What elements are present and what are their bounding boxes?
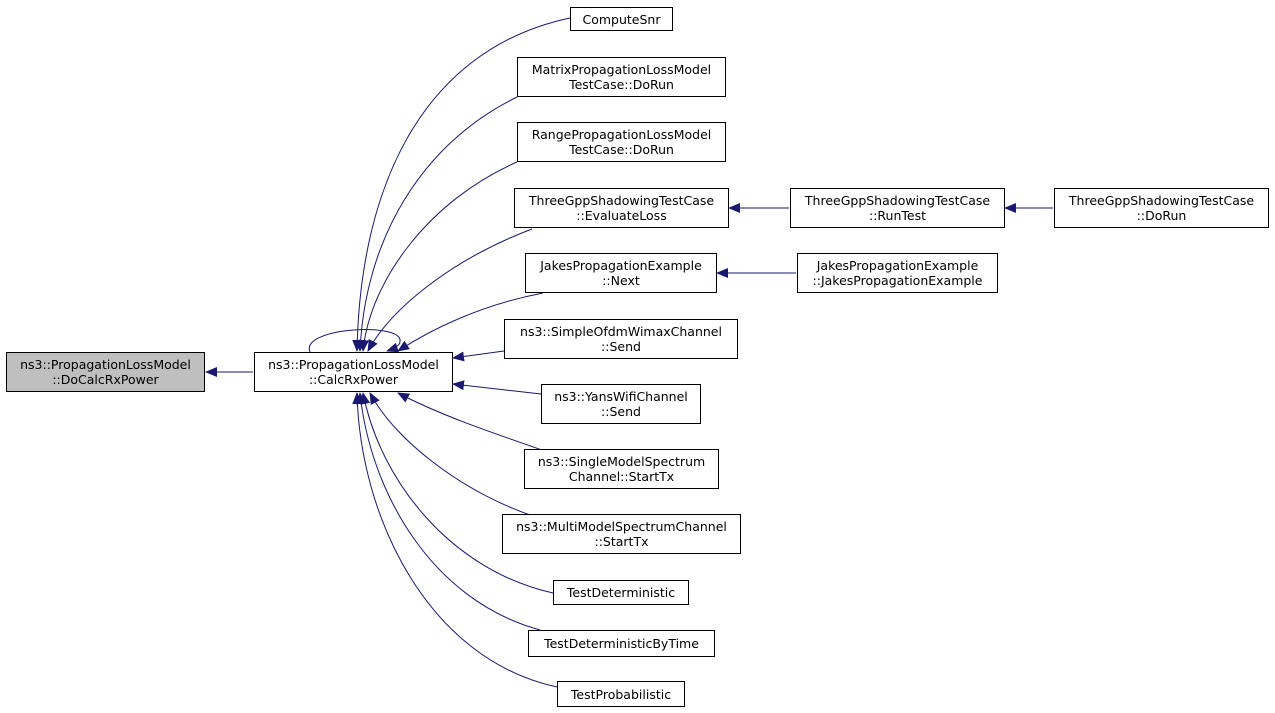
node-testprob-line1: TestProbabilistic xyxy=(570,686,672,702)
node-calc-line2: ::CalcRxPower xyxy=(308,372,399,387)
node-jakesnext-line1: JakesPropagationExample xyxy=(540,258,702,273)
node-single-line1: ns3::SingleModelSpectrum xyxy=(537,454,706,469)
node-dorun3gpp-line2: ::DoRun xyxy=(1136,208,1187,223)
node-range-line2: TestCase::DoRun xyxy=(569,142,674,157)
edge-wimax-to-calc xyxy=(452,350,505,362)
node-calc-line1: ns3::PropagationLossModel xyxy=(268,357,439,372)
node-single-starttx[interactable]: ns3::SingleModelSpectrum Channel::StartT… xyxy=(524,449,719,489)
edge-matrix-to-calc xyxy=(355,96,518,352)
node-multi-starttx[interactable]: ns3::MultiModelSpectrumChannel ::StartTx xyxy=(502,514,741,554)
node-jakesnext-line2: ::Next xyxy=(602,273,640,288)
node-multi-line2: ::StartTx xyxy=(594,534,649,549)
edge-self-loop xyxy=(309,329,401,353)
node-wimax-line2: ::Send xyxy=(601,339,641,354)
node-yans-line1: ns3::YansWifiChannel xyxy=(554,389,688,404)
node-runtest-line2: ::RunTest xyxy=(868,208,926,223)
node-wimax-send[interactable]: ns3::SimpleOfdmWimaxChannel ::Send xyxy=(504,319,738,359)
node-test-deterministic-by-time[interactable]: TestDeterministicByTime xyxy=(528,630,715,657)
node-runtest-line1: ThreeGppShadowingTestCase xyxy=(804,193,991,208)
node-jakesctor-line1: JakesPropagationExample xyxy=(816,258,979,273)
node-matrix-line1: MatrixPropagationLossModel xyxy=(531,62,712,77)
node-range-testcase-dorun[interactable]: RangePropagationLossModel TestCase::DoRu… xyxy=(517,122,726,162)
node-threegpp-dorun[interactable]: ThreeGppShadowingTestCase ::DoRun xyxy=(1054,188,1269,228)
node-testdettime-line1: TestDeterministicByTime xyxy=(544,636,699,651)
edge-multi-to-calc xyxy=(369,392,531,516)
node-computesnr-line1: ComputeSnr xyxy=(582,11,661,27)
node-jakes-constructor[interactable]: JakesPropagationExample ::JakesPropagati… xyxy=(797,253,998,293)
node-evalloss-line1: ThreeGppShadowingTestCase xyxy=(528,193,715,208)
node-test-deterministic[interactable]: TestDeterministic xyxy=(553,580,689,605)
node-run-test[interactable]: ThreeGppShadowingTestCase ::RunTest xyxy=(790,188,1005,228)
node-range-line1: RangePropagationLossModel xyxy=(531,127,712,142)
node-yans-line2: ::Send xyxy=(601,404,641,419)
node-docalc-line2: ::DoCalcRxPower xyxy=(52,372,159,387)
node-yans-send[interactable]: ns3::YansWifiChannel ::Send xyxy=(541,384,701,424)
edge-evalloss-to-calc xyxy=(367,228,533,352)
node-jakesctor-line2: ::JakesPropagationExample xyxy=(812,273,983,288)
node-docalc-line1: ns3::PropagationLossModel xyxy=(20,357,191,372)
node-single-line2: Channel::StartTx xyxy=(568,469,675,484)
node-compute-snr[interactable]: ComputeSnr xyxy=(570,7,673,31)
node-matrix-testcase-dorun[interactable]: MatrixPropagationLossModel TestCase::DoR… xyxy=(517,57,726,97)
node-jakes-next[interactable]: JakesPropagationExample ::Next xyxy=(525,253,717,293)
edge-testprob-to-calc xyxy=(352,392,558,688)
node-testdet-line1: TestDeterministic xyxy=(566,585,676,600)
edge-computesnr-to-calc xyxy=(352,17,571,352)
node-evaluate-loss[interactable]: ThreeGppShadowingTestCase ::EvaluateLoss xyxy=(514,188,729,228)
node-dorun3gpp-line1: ThreeGppShadowingTestCase xyxy=(1068,193,1255,208)
node-wimax-line1: ns3::SimpleOfdmWimaxChannel xyxy=(520,324,722,339)
node-multi-line1: ns3::MultiModelSpectrumChannel xyxy=(516,519,727,534)
node-calc-rx-power[interactable]: ns3::PropagationLossModel ::CalcRxPower xyxy=(254,352,453,392)
node-evalloss-line2: ::EvaluateLoss xyxy=(576,208,667,223)
edge-jakesnext-to-calc xyxy=(397,292,544,352)
edge-yans-to-calc xyxy=(452,380,542,395)
node-test-probabilistic[interactable]: TestProbabilistic xyxy=(557,681,685,707)
edge-single-to-calc xyxy=(397,392,543,451)
edge-testdet-to-calc xyxy=(360,392,554,594)
edge-testdettime-to-calc xyxy=(356,392,541,631)
node-matrix-line2: TestCase::DoRun xyxy=(569,77,674,92)
node-docalc-rx-power: ns3::PropagationLossModel ::DoCalcRxPowe… xyxy=(6,352,205,392)
edge-range-to-calc xyxy=(359,161,518,352)
